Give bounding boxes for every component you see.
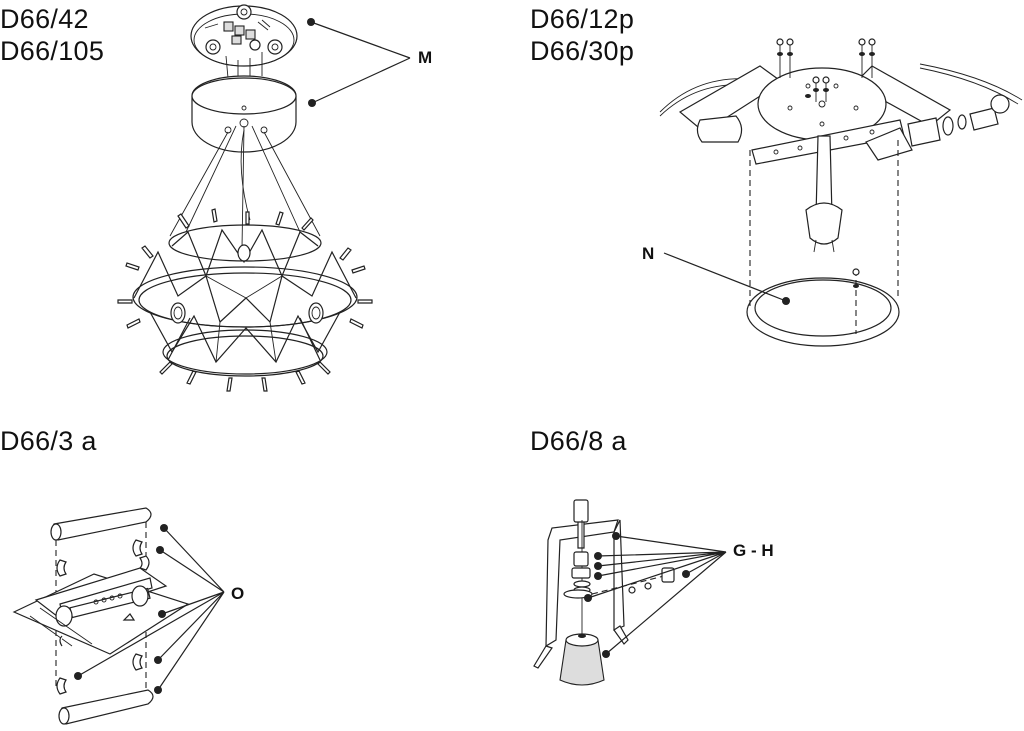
ring-fixture-drawing [659, 38, 1023, 347]
callout-m: M [418, 48, 433, 67]
model-label-d66-30p: D66/30p [530, 36, 635, 66]
callout-g-h: G - H [733, 541, 774, 560]
canopy-junction-plate [190, 4, 298, 67]
screw-set [776, 38, 876, 102]
leader-lines-m [307, 18, 411, 107]
chandelier-cage [117, 208, 373, 392]
model-label-d66-12p: D66/12p [530, 4, 635, 34]
wall-fixture-drawing [12, 507, 225, 725]
canopy-cover [191, 75, 297, 153]
leader-lines-o [74, 524, 225, 694]
chandelier-drawing [117, 4, 411, 392]
ring-diffuser [746, 277, 900, 347]
callout-n: N [642, 244, 655, 263]
model-label-d66-3a: D66/3 a [0, 426, 97, 456]
spot-fixture-drawing [533, 499, 727, 686]
model-label-d66-8a: D66/8 a [530, 426, 627, 456]
model-label-d66-105: D66/105 [0, 36, 105, 66]
leader-lines-g-h [584, 532, 727, 658]
model-label-d66-42: D66/42 [0, 4, 89, 34]
callout-o: O [231, 584, 245, 603]
